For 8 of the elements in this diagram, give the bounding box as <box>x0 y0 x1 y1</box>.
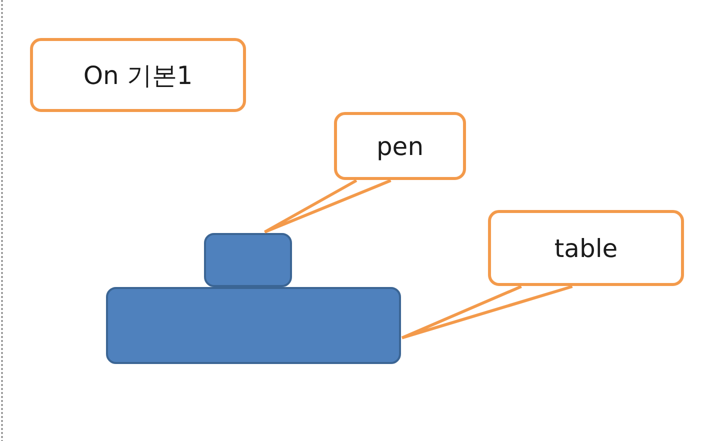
callout-box <box>334 112 466 180</box>
callout-box <box>488 210 684 286</box>
large-block <box>106 287 401 364</box>
callout-text: pen <box>376 132 424 160</box>
callout-text: On 기본1 <box>83 60 193 92</box>
small-block <box>204 233 292 287</box>
callout-text: table <box>554 234 618 262</box>
text-box <box>30 38 246 112</box>
